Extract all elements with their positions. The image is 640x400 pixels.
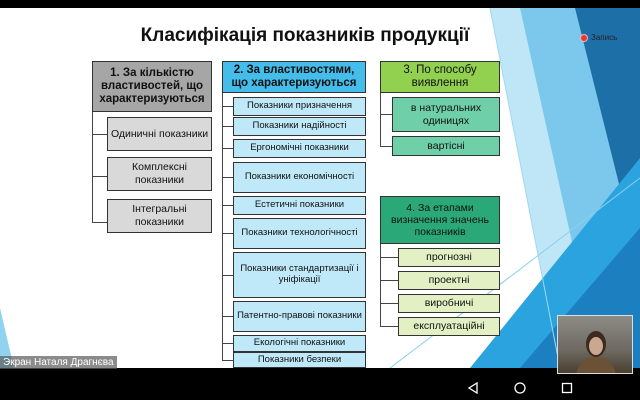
group2-item: Показники безпеки — [233, 352, 366, 368]
group3-item: в натуральних одиницях — [392, 97, 500, 132]
slide-title: Класифікація показників продукції — [140, 25, 470, 46]
group2-item: Екологічні показники — [233, 335, 366, 352]
webcam-person-image — [576, 331, 616, 373]
recording-indicator[interactable]: Запись — [580, 33, 617, 42]
group4-item: прогнозні — [398, 248, 500, 267]
group1-header: 1. За кількістю властивостей, що характе… — [92, 61, 212, 112]
group2-item: Естетичні показники — [233, 196, 366, 215]
group2-item: Показники економічності — [233, 162, 366, 193]
group2-item: Ергономічні показники — [233, 139, 366, 158]
group3-item: вартісні — [392, 136, 500, 156]
group1-item: Одиничні показники — [107, 117, 212, 151]
group3-header: 3. По способу виявлення — [380, 61, 500, 93]
group1-item: Інтегральні показники — [107, 199, 212, 233]
presentation-slide: Класифікація показників продукції Запись… — [0, 8, 640, 368]
record-dot-icon — [580, 33, 588, 42]
group4-item: проектні — [398, 271, 500, 290]
presenter-webcam[interactable] — [557, 315, 633, 374]
group4-item: виробничі — [398, 294, 500, 313]
group2-header: 2. За властивостями, що характеризуються — [222, 61, 366, 93]
recording-label: Запись — [591, 33, 618, 42]
home-icon[interactable] — [510, 378, 530, 398]
back-icon[interactable] — [463, 378, 483, 398]
recents-icon[interactable] — [557, 378, 577, 398]
group2-item: Патентно-правові показники — [233, 301, 366, 332]
group2-item: Показники технологічності — [233, 218, 366, 249]
group2-item: Показники призначення — [233, 97, 366, 116]
group4-header: 4. За етапами визначення значень показни… — [380, 196, 500, 244]
presenter-name-label: Экран Наталя Драгнєва — [0, 356, 117, 369]
group2-item: Показники стандартизації і уніфікації — [233, 252, 366, 298]
group4-item: експлуатаційні — [398, 317, 500, 336]
group2-item: Показники надійності — [233, 117, 366, 136]
group1-item: Комплексні показники — [107, 157, 212, 191]
